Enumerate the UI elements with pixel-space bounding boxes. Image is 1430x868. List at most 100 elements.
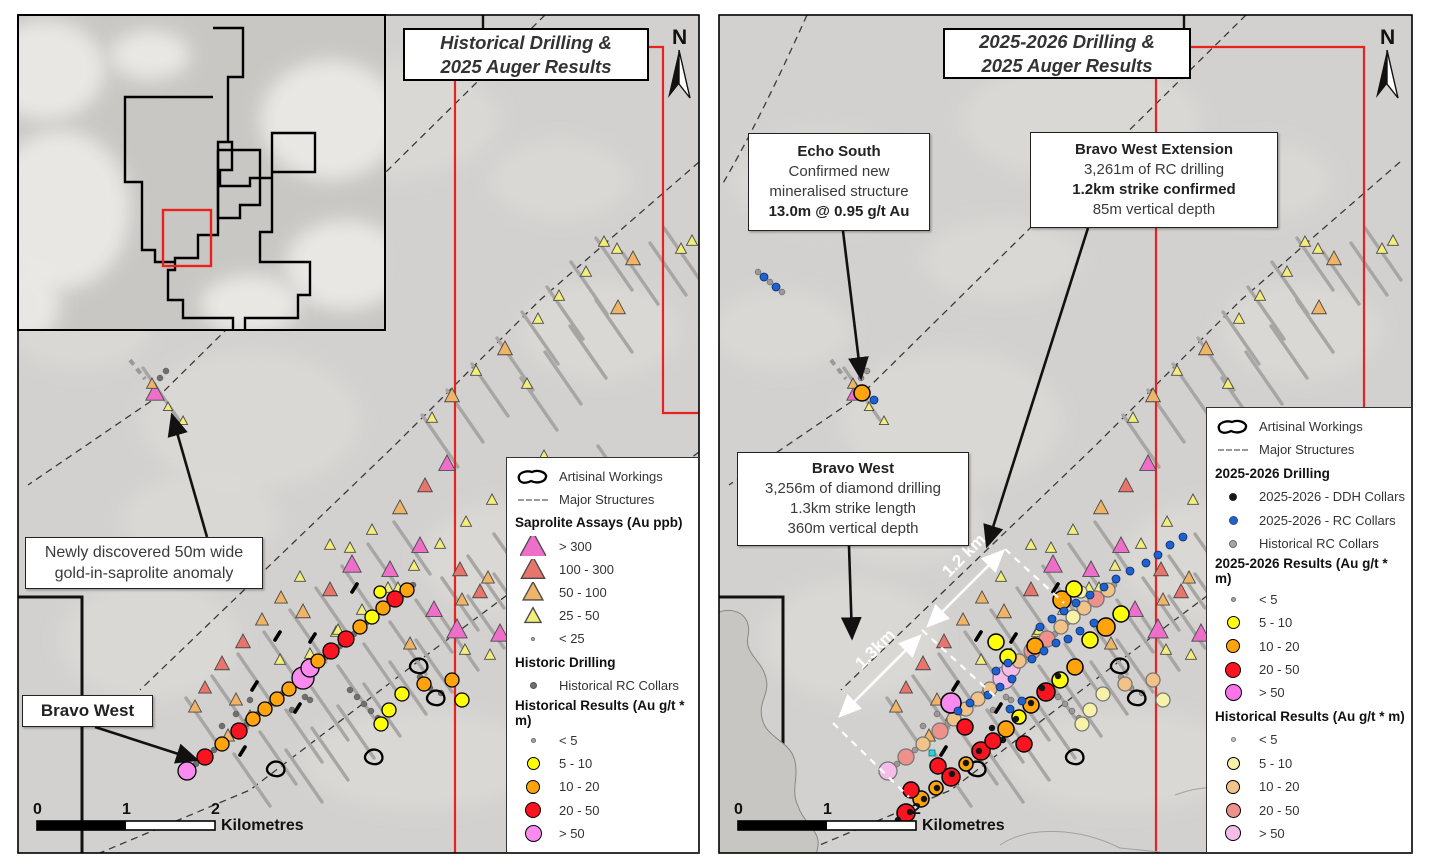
saprolite-assay-triangle [485, 493, 499, 505]
legend-item-label: Artisinal Workings [1259, 419, 1363, 434]
rc-collar [1005, 704, 1015, 714]
legend-item-label: > 50 [559, 825, 585, 841]
saprolite-assay-triangle [624, 250, 642, 266]
result-circle-icon [1213, 684, 1253, 702]
saprolite-assay-triangle [1191, 623, 1211, 642]
legend-item-label: > 300 [559, 538, 592, 554]
saprolite-assay-triangle [1325, 250, 1343, 266]
title-line: Historical Drilling & [440, 31, 612, 53]
rc-collar [1165, 540, 1175, 550]
legend-item-label: < 5 [559, 733, 578, 749]
saprolite-assay-triangle [974, 653, 988, 665]
result-circle-icon [513, 824, 553, 842]
terrain-shade [520, 280, 680, 380]
drill-result-circle [1036, 682, 1056, 702]
historical-result-circle [1076, 600, 1092, 616]
artisinal-working-outline [408, 657, 429, 675]
rc-collar [1063, 634, 1073, 644]
legend-item-label: 20 - 50 [1259, 662, 1300, 678]
dashed-line-icon [1218, 448, 1248, 451]
saprolite-assay-triangle [1044, 541, 1058, 553]
auger-traverse-line [288, 608, 328, 664]
callout-line: 1.2km strike confirmed [1072, 181, 1236, 198]
artisinal-working-mark [974, 630, 983, 642]
artisinal-working-outline [1109, 657, 1130, 675]
rc-collar [759, 272, 769, 282]
legend-item-label: 10 - 20 [559, 779, 600, 795]
callout-arrow [167, 412, 209, 538]
drill-result-circle [1015, 735, 1033, 753]
historical-rc-collar [218, 722, 226, 730]
historical-rc-collar [911, 746, 919, 754]
saprolite-assay-triangle [323, 538, 337, 550]
triangle-symbol-icon [513, 582, 553, 602]
saprolite-assay-triangle [609, 299, 627, 315]
historical-rc-collar [919, 722, 927, 730]
rc-collar [1007, 674, 1017, 684]
north-arrow-west-half [668, 50, 679, 98]
legend-header-text: Saprolite Assays (Au ppb) [515, 515, 683, 531]
saprolite-assay-triangle [273, 653, 287, 665]
saprolite-assay-triangle [145, 382, 165, 401]
north-arrow-east-half [678, 49, 691, 99]
auger-traverse-line [340, 564, 380, 620]
legend-item-label: Major Structures [1259, 442, 1355, 458]
historical-rc-collar [346, 686, 354, 694]
saprolite-assay-triangle [1197, 340, 1215, 356]
artisinal-working-outline [1064, 748, 1085, 766]
dot-icon [1229, 492, 1237, 501]
result-circle-icon [1213, 616, 1253, 630]
dot-icon [531, 636, 535, 641]
historical-result-circle [375, 600, 391, 616]
triangle-symbol-icon [513, 536, 553, 557]
historical-result-circle [177, 761, 197, 781]
scale-bar-tick-label: 0 [734, 801, 743, 818]
artisinal-working-outline [425, 689, 446, 707]
rc-collar [1027, 654, 1037, 664]
left-map-title: Historical Drilling & 2025 Auger Results [403, 28, 649, 81]
legend-item: 5 - 10 [1213, 612, 1405, 633]
saprolite-assay-triangle [145, 377, 159, 389]
legend-item: Artisinal Workings [1213, 416, 1405, 437]
saprolite-assay-triangle [471, 583, 489, 599]
historical-rc-collar [232, 710, 240, 718]
drill-result-circle [1066, 658, 1084, 676]
legend-item-label: 50 - 100 [559, 584, 607, 600]
saprolite-assay-triangle [1138, 454, 1158, 471]
saprolite-assay-triangle [1081, 560, 1101, 577]
ddh-collar [975, 747, 983, 755]
drill-result-circle [1065, 580, 1083, 598]
auger-traverse-line [594, 298, 634, 354]
saprolite-assay-triangle [935, 633, 953, 649]
auger-traverse-line [420, 413, 460, 469]
historical-rc-collar [353, 693, 361, 701]
saprolite-assay-triangle [1375, 242, 1389, 254]
auger-traverse-line [336, 704, 376, 760]
triangle-icon [521, 582, 545, 602]
legend-item-label: Major Structures [559, 492, 655, 508]
inset-locator-map [17, 14, 386, 331]
saprolite-assay-triangle [365, 523, 379, 535]
artisinal-working-mark [951, 680, 960, 692]
auger-traverse-line [236, 652, 276, 708]
drill-result-circle [853, 384, 871, 402]
legend-item: 25 - 50 [513, 605, 692, 626]
callout-line: 13.0m @ 0.95 g/t Au [768, 202, 910, 220]
saprolite-assay-triangle [162, 401, 174, 412]
legend-item: Major Structures [513, 489, 692, 510]
north-arrow-east-half [1386, 49, 1399, 99]
auger-traverse-line [648, 241, 688, 297]
legend-header-text: Historical Results (Au g/t * m) [515, 697, 685, 728]
title-line: 2025 Auger Results [981, 54, 1153, 76]
callout-line: 360m vertical depth [787, 519, 919, 537]
auger-traverse-line [985, 748, 1025, 804]
blob-icon [1217, 419, 1248, 434]
drill-result-circle [956, 718, 974, 736]
circle-icon [1225, 825, 1241, 842]
title-line: 2025 Auger Results [440, 55, 612, 77]
